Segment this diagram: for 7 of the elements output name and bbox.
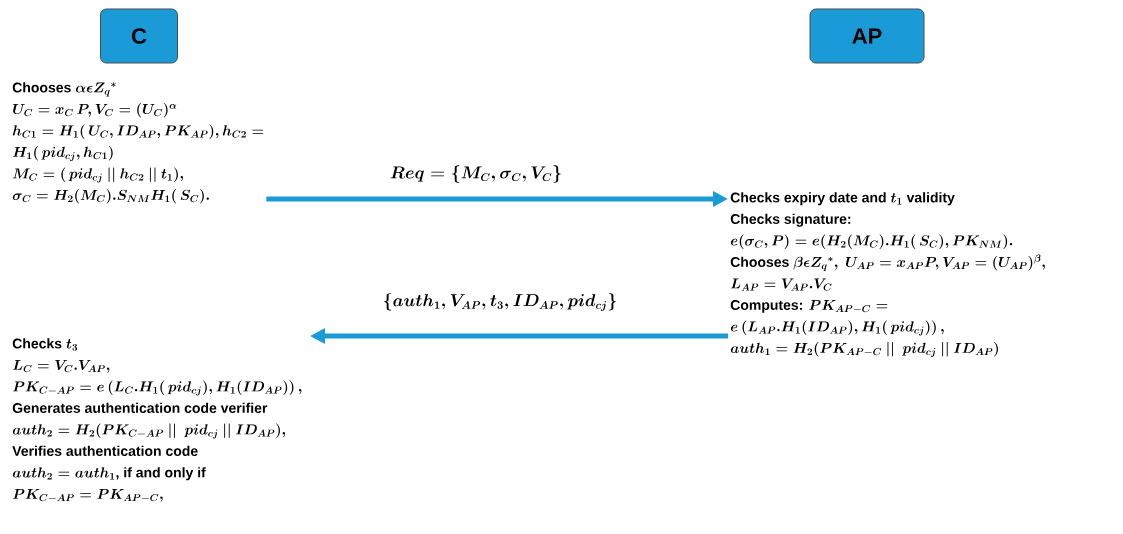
participant-box: AP (809, 8, 925, 64)
message-label: $Req = \{M_C, \sigma_C, V_C\}$ (387, 163, 565, 185)
message-label: $\{auth_1, V_{AP}, t_3, ID_{AP}, pid_{cj}\}$ (380, 291, 620, 313)
computation-text: $\text{Chooses } \alpha \epsilon Z_q{}^{*}$ $U_C = x_C\, P, V_C = (U_C)^{\alpha}$ $h_{C1} = H_1(\, U_C, ID_{AP}, PK_{AP}), h_{C2} =$ $H_1(\, pid_{cj}, h_{C1})$ $M_C = (\, pid_{cj} \mathbin{||} h_{C2} \mathbin{||} t_1),$ $\sigma_C = H_2(M_C). S_{NM} H_1(\, S_C).$ (12, 82, 264, 204)
computation-text: $\text{Checks } t_3$ $L_C = V_C. V_{AP},$ $PK_{C-AP} = e\left(L_C. H_1(\, pid_{cj}), H_1(ID_{AP})\right),$ $\text{Generates authentication code verifier}$ $auth_2 = H_2(PK_{C-AP} \mathbin{||}\ pid_{cj} \mathbin{||} ID_{AP}),$ $\text{Verifies authentication code}$ $auth_2= auth_1\text{, if and only if}$ $PK_{C-AP}= PK_{AP-C},$ (12, 338, 302, 502)
participant-box: C (100, 8, 178, 64)
computation-text: $\text{Checks expiry date and } t_1 \text{ validity}$ $\text{Checks signature:}$ $e(\sigma_C, P) = e(H_2(M_C). H_1(\, S_C), PK_{NM}).$ $\text{Chooses } \beta \epsilon Z_q{}^{*},\ U_{AP}= x_{AP}P, V_{AP} = (U_{AP})^{\beta},$ $L_{AP}= V_{AP}. V_C$ $\text{Computes: } PK_{AP-C} =$ $e\left(L_{AP}. H_1(ID_{AP}), H_1(\, pid_{cj})\right),$ $auth_1 = H_2(PK_{AP-C} \mathbin{||}\ pid_{cj} \mathbin{||} ID_{AP})$ (730, 192, 1045, 357)
